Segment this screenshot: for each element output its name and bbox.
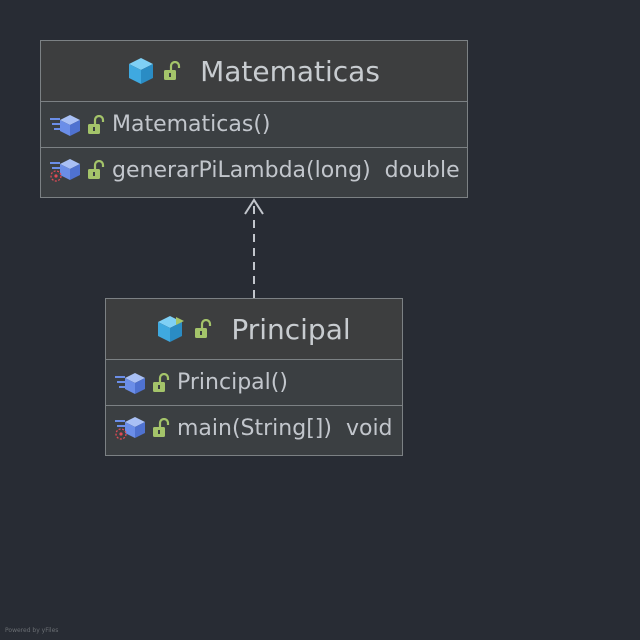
- class-node-matematicas[interactable]: Matematicas Matematicas(): [40, 40, 468, 198]
- member-signature: main(String[]): [177, 415, 332, 441]
- member-row-method[interactable]: generarPiLambda(long) double: [41, 148, 467, 192]
- class-header[interactable]: Principal: [106, 299, 402, 360]
- unlocked-padlock-icon: [162, 60, 182, 81]
- unlocked-padlock-icon: [86, 114, 106, 135]
- member-signature: Matematicas(): [112, 112, 271, 137]
- static-method-icon: [49, 157, 81, 183]
- open-arrowhead-icon: [244, 198, 264, 215]
- class-node-principal[interactable]: Principal Principal(): [105, 298, 403, 456]
- member-row-constructor[interactable]: Principal(): [106, 360, 402, 406]
- member-return-type: void: [345, 415, 393, 441]
- member-signature: Principal(): [177, 370, 288, 395]
- class-header[interactable]: Matematicas: [41, 41, 467, 102]
- member-signature: generarPiLambda(long): [112, 157, 371, 183]
- unlocked-padlock-icon: [86, 159, 106, 180]
- class-icon: [128, 57, 154, 85]
- member-row-method[interactable]: main(String[]) void: [106, 406, 402, 450]
- constructor-method-icon: [49, 113, 81, 137]
- member-return-type: double: [384, 157, 460, 183]
- unlocked-padlock-icon: [151, 372, 171, 393]
- member-row-constructor[interactable]: Matematicas(): [41, 102, 467, 148]
- unlocked-padlock-icon: [151, 417, 171, 438]
- runnable-class-icon: [157, 315, 185, 343]
- class-name: Principal: [231, 312, 351, 346]
- static-method-icon: [114, 415, 146, 441]
- unlocked-padlock-icon: [193, 318, 213, 339]
- class-name: Matematicas: [200, 54, 380, 88]
- constructor-method-icon: [114, 371, 146, 395]
- footer-credit: Powered by yFiles: [5, 627, 59, 634]
